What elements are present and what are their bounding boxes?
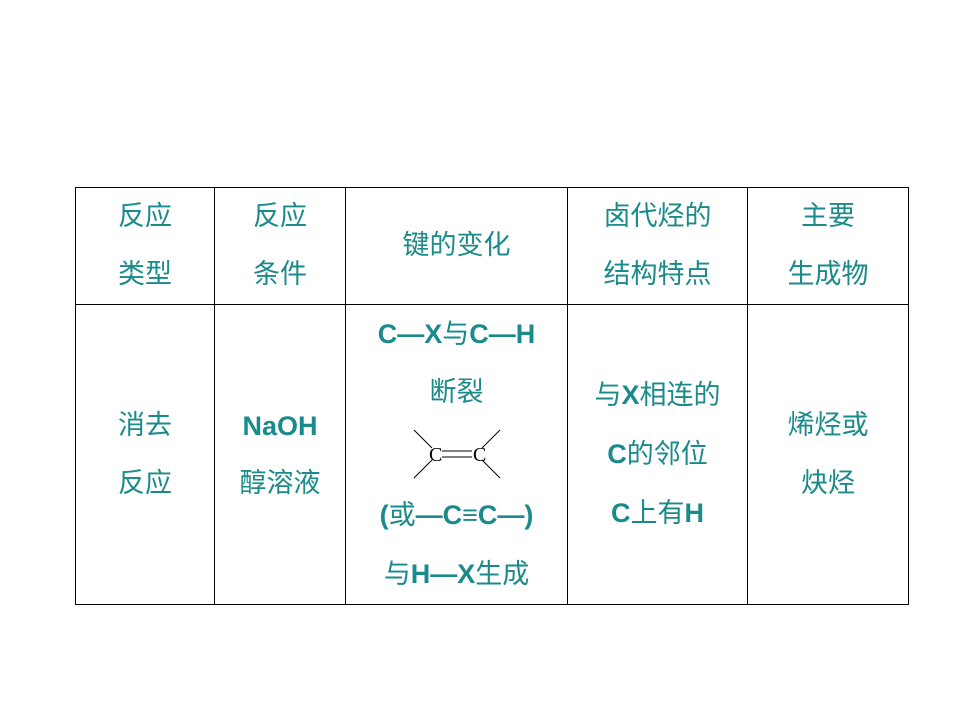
alkene-structure: C C — [413, 429, 500, 479]
header-structure-feature: 卤代烃的 结构特点 — [567, 187, 748, 305]
solvent-alcohol: 醇溶液 — [239, 467, 321, 499]
header-text: 条件 — [253, 259, 307, 290]
form-text: 生成 — [475, 559, 530, 590]
c-atom: C — [611, 498, 631, 528]
bond-line-2: 断裂 — [429, 377, 484, 408]
feature-line-2: C的邻位 — [568, 425, 747, 484]
reaction-table: 反应 类型 反应 条件 键的变化 卤代烃的 结构特点 主要 生成物 消去 反应 — [75, 187, 909, 605]
c-atom: C — [607, 439, 627, 469]
cell-main-product: 烯烃或 炔烃 — [747, 304, 909, 605]
header-text: 结构特点 — [603, 259, 712, 290]
connector-text: 与 — [383, 559, 411, 590]
cell-bond-change: C—X与C—H 断裂 C C (或—C≡C—) 与H—X生成 — [345, 304, 568, 605]
header-bond-change: 键的变化 — [345, 187, 568, 305]
header-text: 反应 — [253, 201, 307, 232]
header-text: 卤代烃的 — [603, 201, 712, 232]
bond-stroke — [481, 429, 500, 449]
bond-line-3: (或—C≡C—) — [346, 486, 567, 545]
triple-bond: —C≡C—) — [415, 500, 534, 530]
header-reaction-type: 反应 类型 — [75, 187, 215, 305]
header-row: 反应 类型 反应 条件 键的变化 卤代烃的 结构特点 主要 生成物 — [75, 187, 909, 305]
cell-text: 反应 — [118, 467, 172, 499]
h-atom: H — [684, 498, 705, 528]
feature-line-3: C上有H — [568, 484, 747, 543]
header-reaction-condition: 反应 条件 — [214, 187, 346, 305]
x-atom: X — [621, 380, 640, 410]
cell-text: 与 — [594, 380, 622, 411]
bond-cx: C—X — [377, 319, 443, 349]
or-text: 或 — [388, 500, 416, 531]
cell-text: 的邻位 — [626, 439, 708, 470]
bond-line-4: 与H—X生成 — [346, 545, 567, 604]
bond-ch: C—H — [469, 319, 536, 349]
header-main-product: 主要 生成物 — [747, 187, 909, 305]
cell-structure-feature: 与X相连的 C的邻位 C上有H — [567, 304, 748, 605]
header-text: 主要 — [801, 201, 855, 232]
feature-line-1: 与X相连的 — [568, 366, 747, 425]
cell-text: 烯烃或 — [787, 409, 869, 441]
cell-reaction-condition: NaOH 醇溶液 — [214, 304, 346, 605]
header-text: 反应 — [118, 201, 172, 232]
connector-text: 与 — [442, 319, 470, 350]
cell-reaction-type: 消去 反应 — [75, 304, 215, 605]
bond-stroke — [413, 429, 432, 449]
paren-open: ( — [379, 500, 389, 530]
bond-line-1: C—X与C—H — [346, 305, 567, 364]
cell-text: 相连的 — [639, 380, 721, 411]
reagent-naoh: NaOH — [242, 410, 318, 441]
hx-formula: H—X — [410, 559, 476, 589]
header-text: 键的变化 — [402, 230, 511, 261]
header-text: 生成物 — [787, 259, 869, 290]
cell-text: 消去 — [118, 409, 172, 441]
cell-text: 炔烃 — [801, 467, 855, 499]
header-text: 类型 — [118, 259, 172, 290]
carbon-label: C — [473, 444, 486, 466]
cell-text: 上有 — [630, 498, 685, 529]
bond-stroke — [481, 459, 500, 479]
carbon-label: C — [429, 444, 442, 466]
elimination-row: 消去 反应 NaOH 醇溶液 C—X与C—H 断裂 C C — [75, 304, 909, 605]
bond-stroke — [413, 459, 432, 479]
